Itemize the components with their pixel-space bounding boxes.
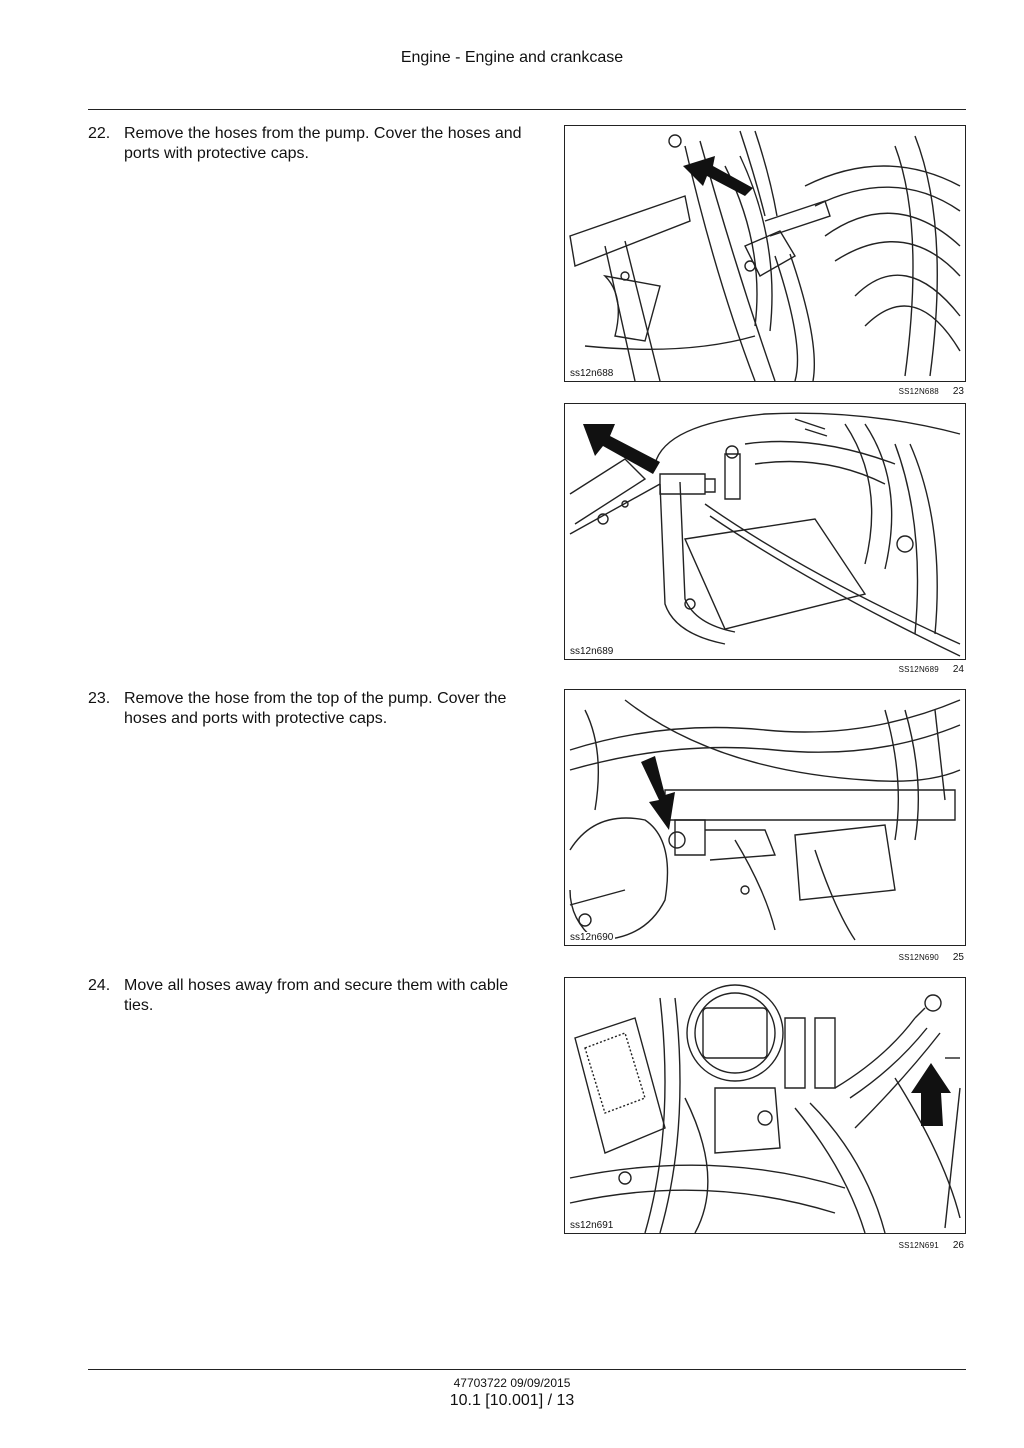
step-22: 22. Remove the hoses from the pump. Cove… xyxy=(88,124,528,164)
step-24: 24. Move all hoses away from and secure … xyxy=(88,976,528,1016)
figure-number: 25 xyxy=(952,952,964,963)
figure-caption-26: SS12N691 26 xyxy=(564,1240,964,1251)
pointer-arrow-icon xyxy=(683,156,753,196)
figure-number: 26 xyxy=(952,1240,964,1251)
pointer-arrow-icon xyxy=(911,1063,951,1126)
figure-image-25: ss12n690 xyxy=(564,689,966,946)
figure-image-23: ss12n688 xyxy=(564,125,966,382)
figure-image-26: ss12n691 xyxy=(564,977,966,1234)
step-text: Remove the hoses from the pump. Cover th… xyxy=(124,125,522,162)
step-number: 23. xyxy=(88,690,111,707)
figure-code: SS12N688 xyxy=(898,387,939,396)
line-drawing-engine-bay-cable-ties xyxy=(569,984,961,1233)
figure-code: SS12N691 xyxy=(898,1241,939,1250)
figure-image-id: ss12n691 xyxy=(568,1220,616,1231)
step-23: 23. Remove the hose from the top of the … xyxy=(88,689,528,729)
figure-caption-23: SS12N688 23 xyxy=(564,386,964,397)
figure-image-id: ss12n689 xyxy=(568,646,616,657)
footer-page-number: 10.1 [10.001] / 13 xyxy=(449,1392,575,1409)
figure-caption-25: SS12N690 25 xyxy=(564,952,964,963)
header-rule xyxy=(88,109,966,110)
footer-rule xyxy=(88,1369,966,1370)
figure-image-id: ss12n690 xyxy=(568,932,616,943)
line-drawing-hoses-pump xyxy=(569,130,961,381)
line-drawing-pump-top-hose xyxy=(569,699,961,941)
figure-number: 23 xyxy=(952,386,964,397)
figure-code: SS12N690 xyxy=(898,953,939,962)
figure-image-id: ss12n688 xyxy=(568,368,616,379)
figure-image-24: ss12n689 xyxy=(564,403,966,660)
step-number: 22. xyxy=(88,125,111,142)
step-text: Move all hoses away from and secure them… xyxy=(124,977,509,1014)
pointer-arrow-icon xyxy=(583,424,660,474)
figure-number: 24 xyxy=(952,664,964,675)
line-drawing-pump-fitting xyxy=(569,412,961,657)
step-text: Remove the hose from the top of the pump… xyxy=(124,690,507,727)
footer-document-code: 47703722 09/09/2015 xyxy=(453,1376,571,1390)
pointer-arrow-icon xyxy=(641,756,675,830)
figure-caption-24: SS12N689 24 xyxy=(564,664,964,675)
step-number: 24. xyxy=(88,977,111,994)
figure-code: SS12N689 xyxy=(898,665,939,674)
page-header-title: Engine - Engine and crankcase xyxy=(400,49,624,66)
